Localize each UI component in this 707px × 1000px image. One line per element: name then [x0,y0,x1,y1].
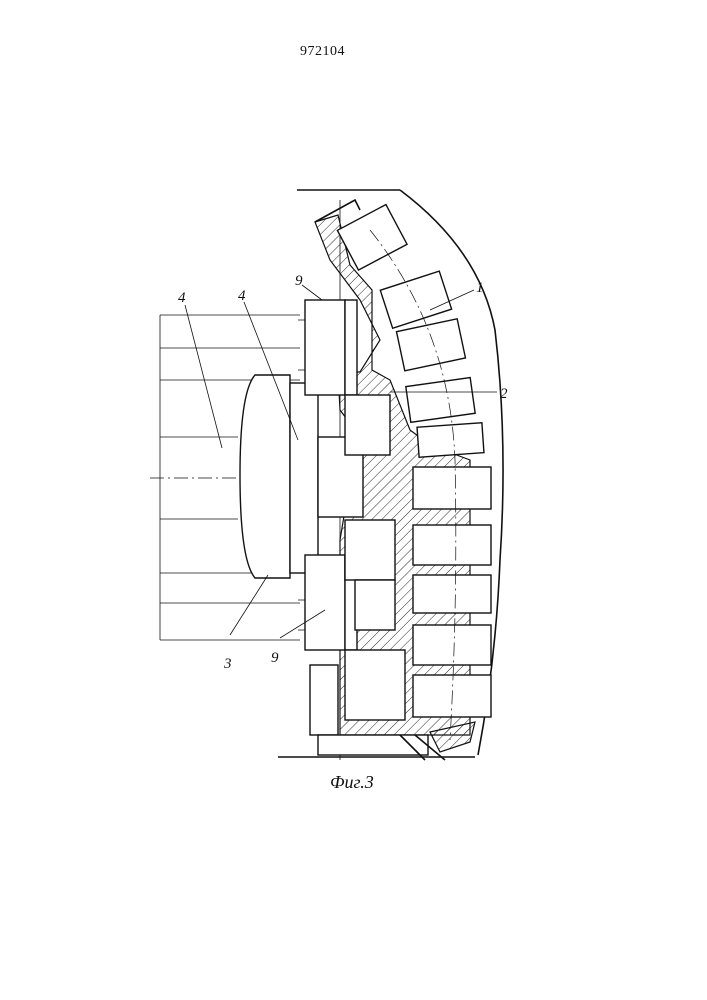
label-part-4-left: 4 [178,290,186,306]
figure-caption: Фиг.3 [330,772,374,793]
bearing-block-top [298,300,357,395]
label-part-9-bottom: 9 [271,650,279,666]
label-part-9-top: 9 [295,273,303,289]
label-part-4-right: 4 [238,288,246,304]
label-part-2: 2 [500,386,508,402]
label-part-1: 1 [476,280,484,296]
label-part-3: 3 [223,656,232,672]
